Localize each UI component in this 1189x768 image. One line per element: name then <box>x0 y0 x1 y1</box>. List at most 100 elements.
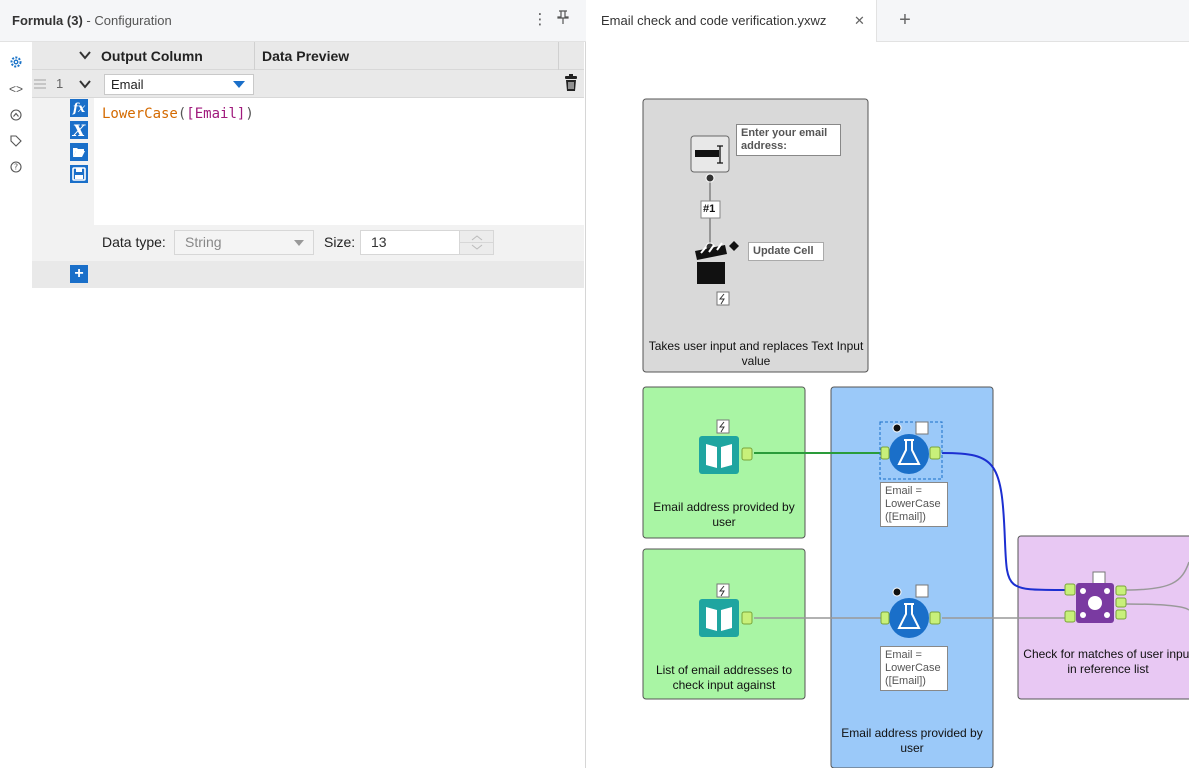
drag-handle-icon[interactable] <box>34 78 46 93</box>
expression-function: LowerCase <box>102 106 178 122</box>
column-divider <box>558 42 559 70</box>
flask-icon <box>897 439 921 465</box>
formula-container-caption: Email address provided by user <box>841 726 983 755</box>
column-divider <box>254 42 255 70</box>
join-hub <box>1088 596 1102 610</box>
grid-header: Output Column Data Preview <box>32 42 584 70</box>
connection-line <box>1124 603 1189 611</box>
event-anchor <box>892 587 902 597</box>
workflow-canvas[interactable]: Takes user input and replaces Text Input… <box>587 42 1189 768</box>
dropdown-caret-icon <box>233 81 245 88</box>
output-anchor <box>741 447 753 461</box>
input-anchor <box>880 611 890 625</box>
output-anchor <box>741 611 753 625</box>
tab-label: Email check and code verification.yxwz <box>601 13 827 28</box>
formula-container <box>830 386 994 768</box>
more-options-icon[interactable]: ⋮ <box>532 11 548 28</box>
input-anchor <box>880 446 890 460</box>
clapperboard-stripes <box>700 242 723 254</box>
panel-subtitle: - Configuration <box>82 13 172 28</box>
selection-box <box>879 421 943 480</box>
connection-line <box>1124 561 1189 591</box>
size-stepper[interactable] <box>459 231 494 254</box>
user-input-caption: Takes user input and replaces Text Input… <box>648 339 864 368</box>
plus-icon[interactable]: + <box>70 265 88 283</box>
tab-workflow[interactable]: Email check and code verification.yxwz ✕ <box>587 0 877 42</box>
diamond-anchor <box>729 241 739 251</box>
folder-open-icon[interactable] <box>70 143 88 161</box>
textbox-tool-field <box>695 150 719 157</box>
email-provided-caption: Email address provided by user <box>653 500 795 529</box>
output-column-select[interactable]: Email <box>104 74 254 95</box>
lightning-icon <box>718 585 725 597</box>
join-container-caption: Check for matches of user input in refer… <box>1023 647 1189 676</box>
condition-label-box <box>700 200 721 219</box>
output-anchor-l <box>1115 585 1127 596</box>
tool-name: Formula (3) <box>12 13 83 28</box>
trash-icon[interactable] <box>564 74 578 95</box>
configuration-panel: Formula (3) - Configuration ⋮ <> ? Outpu… <box>0 0 586 768</box>
expression-open-paren: ( <box>177 106 187 122</box>
size-value: 13 <box>371 234 387 250</box>
output-anchor <box>929 611 941 625</box>
panel-title: Formula (3) - Configuration <box>12 13 172 28</box>
configuration-header: Formula (3) - Configuration ⋮ <box>0 0 586 42</box>
event-icon <box>1092 571 1106 585</box>
tag-icon[interactable] <box>6 131 26 151</box>
output-anchor-r <box>1115 609 1127 620</box>
output-column-value: Email <box>111 77 144 92</box>
collapse-all-icon[interactable] <box>79 49 91 64</box>
output-anchor <box>929 446 941 460</box>
save-icon[interactable] <box>70 165 88 183</box>
input-anchor-right <box>1064 610 1076 623</box>
variable-icon[interactable]: X <box>70 121 88 140</box>
output-anchor-j <box>1115 597 1127 608</box>
book-icon <box>706 444 732 468</box>
event-icon <box>915 584 929 598</box>
config-side-nav: <> ? <box>0 42 32 768</box>
lightning-icon <box>718 293 725 305</box>
add-formula-row: + <box>32 261 584 288</box>
data-type-value: String <box>185 234 222 250</box>
book-icon <box>706 607 732 631</box>
condition-label: #1 <box>703 203 716 215</box>
flask-icon <box>897 603 921 629</box>
connection-line <box>941 452 1070 592</box>
event-anchor <box>892 423 902 433</box>
size-input[interactable]: 13 <box>360 230 494 255</box>
input-anchor-left <box>1064 583 1076 596</box>
new-tab-plus-icon[interactable]: + <box>899 9 911 31</box>
input-tool-icon <box>699 436 739 474</box>
chevron-down-icon[interactable] <box>79 78 91 93</box>
output-column-header: Output Column <box>101 48 203 64</box>
formula2-annotation: Email = LowerCase ([Email]) <box>880 646 948 691</box>
size-label: Size: <box>324 234 356 250</box>
close-icon[interactable]: ✕ <box>854 13 865 28</box>
row-number: 1 <box>56 76 64 91</box>
formula-row: 1 Email <box>32 70 584 98</box>
input-tool-icon <box>699 599 739 637</box>
text-cursor-icon <box>717 145 723 164</box>
formula1-annotation: Email = LowerCase ([Email]) <box>880 482 948 527</box>
data-type-select[interactable]: String <box>174 230 314 255</box>
update-cell-annotation: Update Cell <box>748 242 824 261</box>
svg-text:?: ? <box>14 163 18 172</box>
output-anchor <box>705 173 715 183</box>
data-type-label: Data type: <box>102 234 166 250</box>
code-icon[interactable]: <> <box>8 82 23 96</box>
gear-icon[interactable] <box>6 52 26 72</box>
expression-editor[interactable]: LowerCase([Email]) <box>94 98 584 225</box>
expression-field: [Email] <box>186 106 246 122</box>
textbox-annotation: Enter your email address: <box>736 124 841 156</box>
help-icon[interactable]: ? <box>6 157 26 177</box>
fx-icon[interactable]: fx <box>70 99 88 117</box>
canvas-tab-bar: Email check and code verification.yxwz ✕… <box>587 0 1189 42</box>
expression-close-paren: ) <box>245 106 254 122</box>
dropdown-caret-icon <box>294 240 304 246</box>
canvas-drawing <box>642 98 1189 768</box>
clapperboard-icon <box>697 262 725 284</box>
expression-text: LowerCase([Email]) <box>102 106 254 122</box>
connection-icon[interactable] <box>6 105 26 125</box>
formula-grid: Output Column Data Preview 1 Email fx X <box>32 42 584 288</box>
pin-icon[interactable] <box>552 9 574 31</box>
